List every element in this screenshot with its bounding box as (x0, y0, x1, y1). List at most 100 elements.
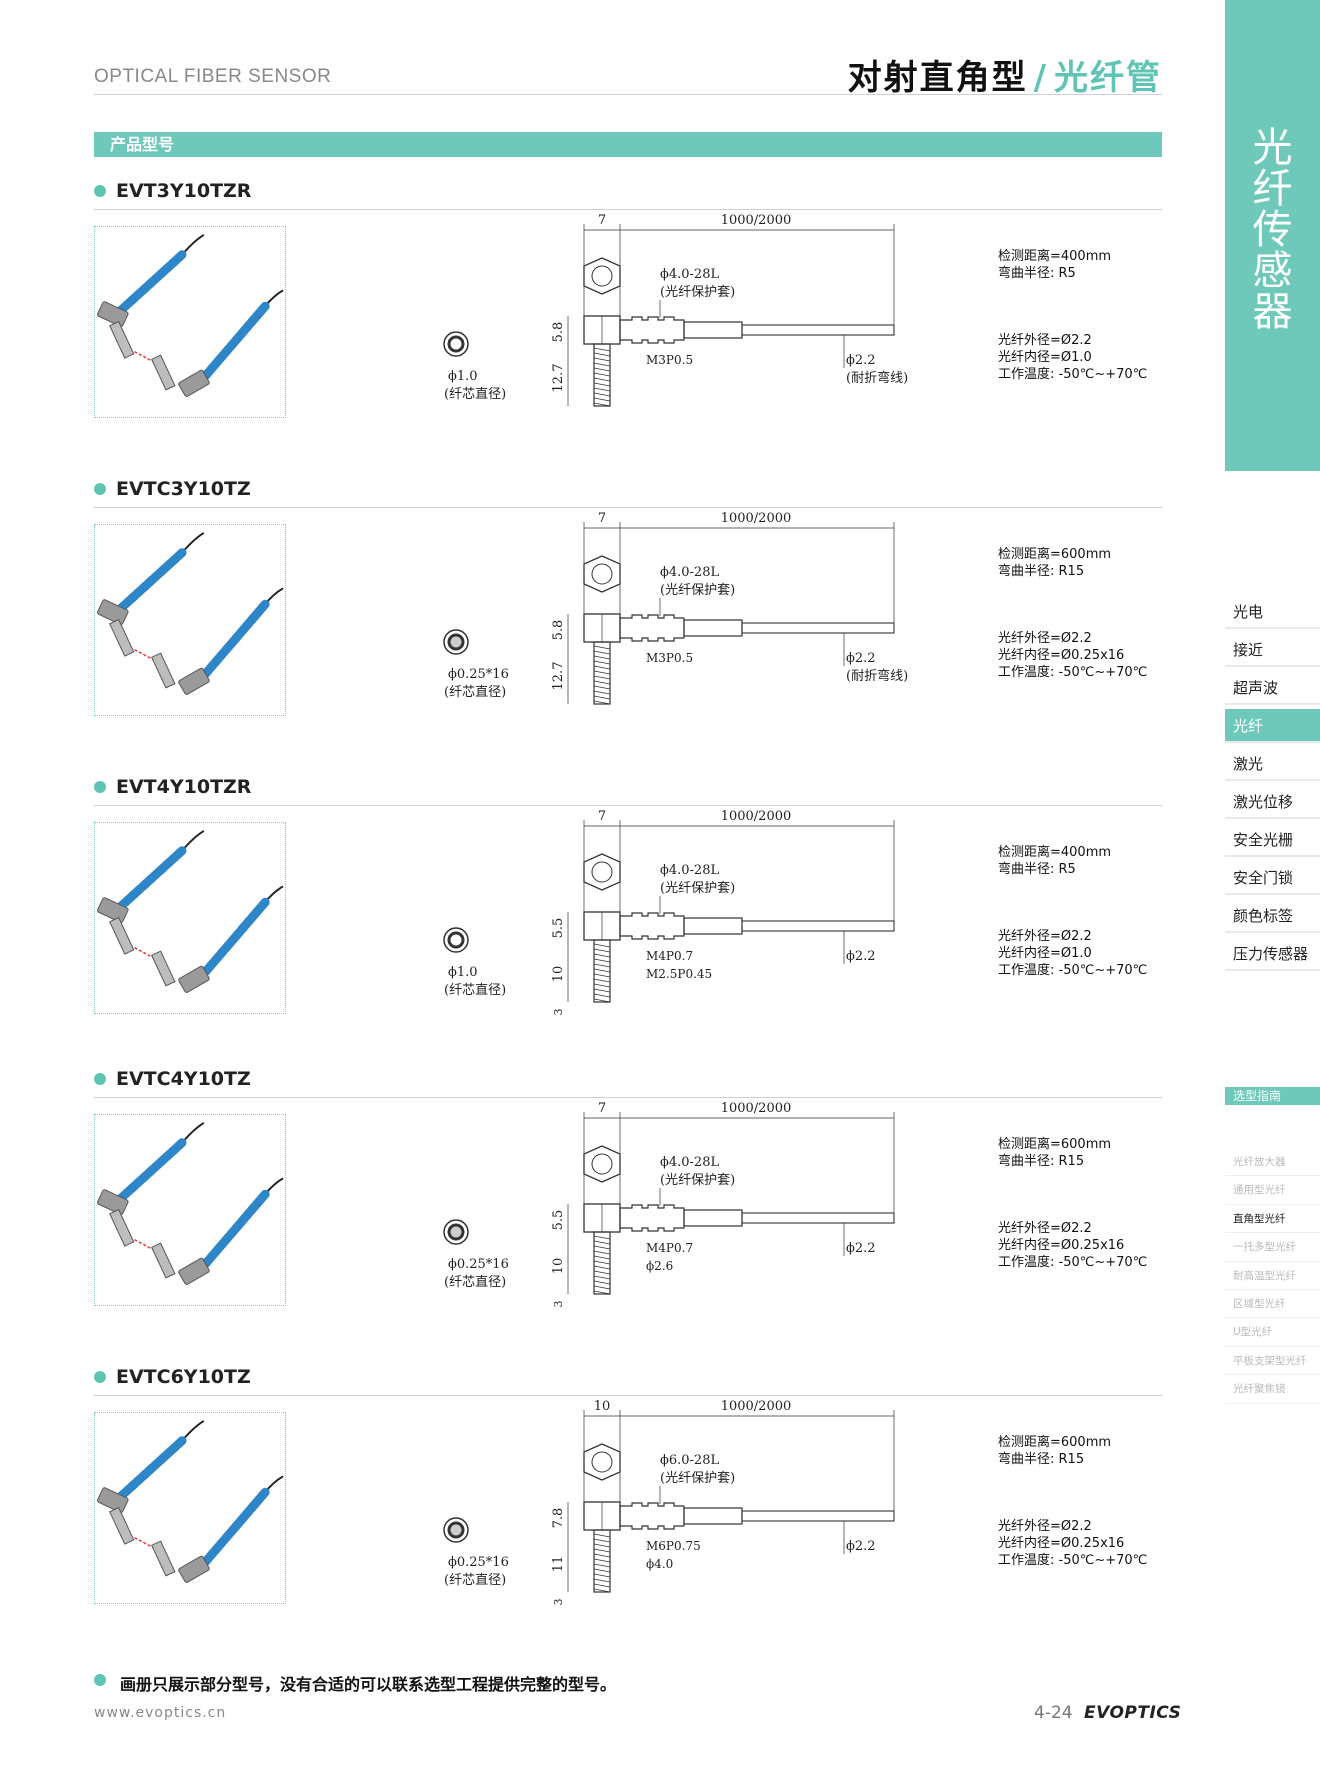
spec-line: 光纤内径=Ø0.25x16 (998, 1536, 1125, 1551)
thread-body (593, 343, 611, 407)
sidebar-category-item[interactable]: 光纤 (1225, 709, 1320, 743)
outer-diameter-note: (耐折弯线) (846, 370, 908, 386)
hex-nut-bore (591, 563, 613, 585)
thread-pitch-line (593, 998, 611, 1003)
sidebar-category-item[interactable]: 光电 (1225, 595, 1320, 629)
spec-line: 弯曲半径: R15 (998, 1452, 1085, 1467)
sidebar-category-item[interactable]: 接近 (1225, 633, 1320, 667)
length-label: 1000/2000 (721, 809, 792, 824)
thread-secondary-label: ϕ2.6 (646, 1259, 673, 1273)
selection-guide-item[interactable]: 直角型光纤 (1225, 1205, 1320, 1234)
fiber-cable (741, 1212, 895, 1224)
spec-line: 检测距离=600mm (998, 1137, 1112, 1152)
sidebar-category-item[interactable]: 超声波 (1225, 671, 1320, 705)
selection-guide-item[interactable]: 区域型光纤 (1225, 1290, 1320, 1319)
core-diameter-note: (纤芯直径) (444, 1573, 506, 1588)
footnote: 画册只展示部分型号，没有合适的可以联系选型工程提供完整的型号。 (94, 1671, 616, 1695)
product-model-name: EVTC3Y10TZ (116, 478, 251, 500)
fiber-cable (741, 1510, 895, 1522)
product-model-title: EVTC6Y10TZ (94, 1366, 251, 1388)
thread-pitch-line (593, 993, 611, 998)
spec-line: 检测距离=400mm (998, 845, 1112, 860)
fiber-cable-lower (201, 897, 270, 976)
thread-pitch-line (593, 1265, 611, 1270)
section-bar: 产品型号 (94, 132, 1162, 157)
thread-pitch-line (593, 1543, 611, 1548)
sidebar-category-item[interactable]: 压力传感器 (1225, 937, 1320, 971)
thread-secondary-label: ϕ4.0 (646, 1557, 673, 1571)
protective-tube (619, 1502, 685, 1530)
thread-pitch-line (593, 1255, 611, 1260)
product-model-title: EVT3Y10TZR (94, 180, 251, 202)
head-height-label: 5.5 (551, 918, 566, 939)
thread-pitch-line (593, 1285, 611, 1290)
selection-guide-item[interactable]: 平板支架型光纤 (1225, 1347, 1320, 1376)
sidebar-title-char: 感 (1252, 248, 1293, 294)
thread-pitch-line (593, 1245, 611, 1250)
sidebar-category-item[interactable]: 安全光栅 (1225, 823, 1320, 857)
sidebar-category-item[interactable]: 激光位移 (1225, 785, 1320, 819)
page-number: 4-24 (1034, 1703, 1073, 1723)
bullet-dot-icon (94, 1073, 106, 1085)
selection-guide-item[interactable]: 一托多型光纤 (1225, 1233, 1320, 1262)
flat-width-label: 7 (598, 511, 606, 526)
thread-height-label: 11 (551, 1556, 566, 1573)
selection-guide-item[interactable]: 通用型光纤 (1225, 1176, 1320, 1205)
fiber-thread-lower (151, 652, 176, 689)
fiber-cable (741, 920, 895, 932)
end-view-core (447, 633, 465, 651)
thread-pitch-line (593, 362, 611, 367)
hex-nut-bore (591, 1451, 613, 1473)
thread-spec-label: M3P0.5 (646, 651, 693, 665)
thread-pitch-line (593, 1290, 611, 1295)
thread-pitch-line (593, 397, 611, 402)
page-title-main: 对射直角型 (847, 58, 1028, 98)
fiber-head-upper (97, 1487, 129, 1513)
sidebar-category-item[interactable]: 安全门锁 (1225, 861, 1320, 895)
length-label: 1000/2000 (721, 213, 792, 228)
tube-spec-label: ϕ4.0-28L (660, 1155, 719, 1170)
selection-guide-item[interactable]: 光纤聚焦镜 (1225, 1375, 1320, 1404)
product-photo (94, 1114, 286, 1306)
flat-width-label: 10 (594, 1399, 611, 1414)
product-photo (94, 226, 286, 418)
spec-line: 光纤外径=Ø2.2 (998, 1221, 1092, 1236)
thread-pitch-line (593, 1573, 611, 1578)
selection-guide-item[interactable]: 光纤放大器 (1225, 1148, 1320, 1177)
thread-height-label: 12.7 (551, 662, 566, 691)
sidebar-title-char: 器 (1252, 289, 1293, 335)
bullet-dot-icon (94, 1371, 106, 1383)
head-height-label: 5.8 (551, 322, 566, 343)
selection-guide-item[interactable]: U型光纤 (1225, 1318, 1320, 1347)
sidebar-category-item[interactable]: 激光 (1225, 747, 1320, 781)
thread-pitch-line (593, 650, 611, 655)
thread-spec-label: M4P0.7 (646, 1241, 693, 1255)
fiber-photo-illustration (97, 234, 284, 397)
thread-pitch-line (593, 680, 611, 685)
tube-sleeve (683, 1507, 743, 1525)
thread-body (593, 641, 611, 705)
fiber-head-lower (178, 667, 210, 695)
thread-pitch-line (593, 1548, 611, 1553)
sidebar-category-item[interactable]: 颜色标签 (1225, 899, 1320, 933)
spec-line: 检测距离=600mm (998, 1435, 1112, 1450)
sidebar-title-char: 传 (1252, 207, 1293, 253)
footer-url[interactable]: www.evoptics.cn (94, 1705, 227, 1721)
selection-guide-label: 选型指南 (1225, 1087, 1320, 1105)
outer-diameter-label: ϕ2.2 (846, 651, 876, 666)
fiber-thread-lower (151, 1242, 176, 1279)
thread-pitch-line (593, 1563, 611, 1568)
tube-spec-label: ϕ4.0-28L (660, 863, 719, 878)
core-diameter-note: (纤芯直径) (444, 1275, 506, 1290)
spec-line: 弯曲半径: R15 (998, 1154, 1085, 1169)
thread-pitch-line (593, 1538, 611, 1543)
tip-height-label: 3 (552, 1009, 565, 1016)
selection-guide-item[interactable]: 耐高温型光纤 (1225, 1262, 1320, 1290)
